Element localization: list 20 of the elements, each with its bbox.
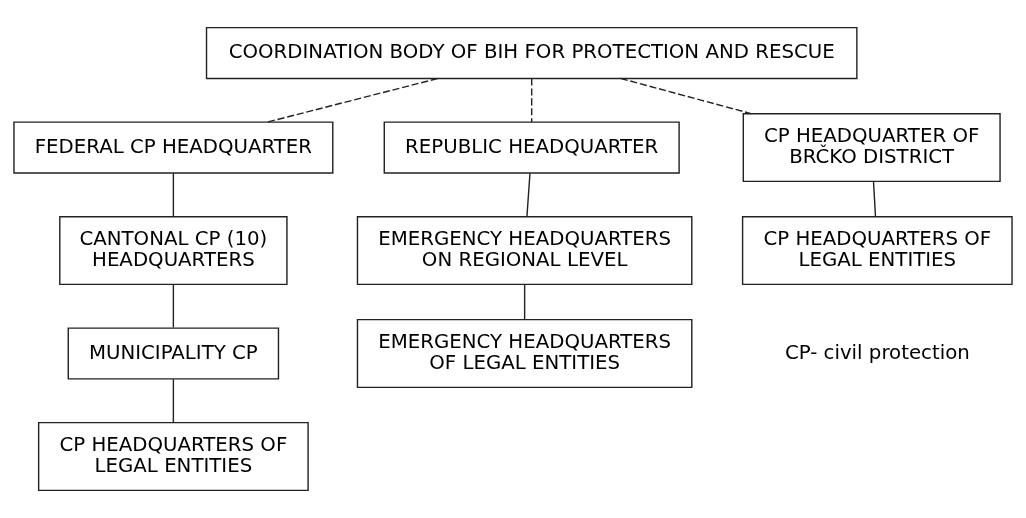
node-box: CP HEADQUARTER OF BRČKO DISTRICT [742, 113, 1001, 183]
connector [620, 77, 752, 115]
node-box: MUNICIPALITY CP [67, 327, 280, 380]
connector [266, 77, 439, 123]
node-box: FEDERAL CP HEADQUARTER [13, 121, 334, 174]
connector [523, 284, 526, 321]
connector [526, 172, 531, 218]
label: CP- civil protection [784, 340, 970, 364]
node-box: CANTONAL CP (10) HEADQUARTERS [59, 215, 288, 286]
node-box: CP HEADQUARTERS OF LEGAL ENTITIES [37, 421, 309, 492]
node-box: CP HEADQUARTERS OF LEGAL ENTITIES [741, 215, 1013, 286]
connector [872, 181, 877, 218]
connector [172, 378, 175, 424]
node-box: COORDINATION BODY OF BIH FOR PROTECTION AND RESCUE [205, 26, 858, 80]
connector [172, 284, 175, 329]
connector [172, 172, 175, 218]
node-box: EMERGENCY HEADQUARTERS OF LEGAL ENTITIES [356, 318, 693, 389]
node-box: REPUBLIC HEADQUARTER [383, 121, 680, 174]
connector [531, 77, 533, 123]
node-box: EMERGENCY HEADQUARTERS ON REGIONAL LEVEL [356, 215, 693, 286]
